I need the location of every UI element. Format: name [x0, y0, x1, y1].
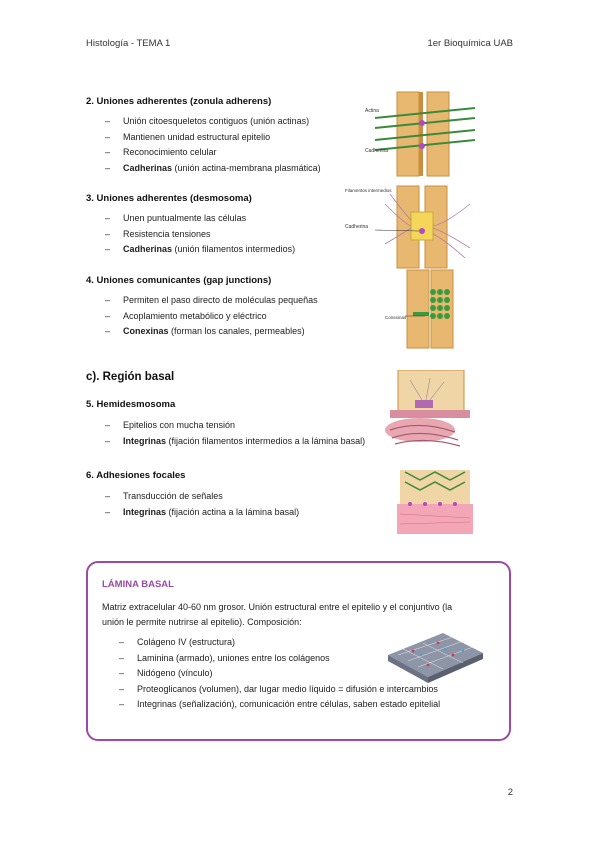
list-item: Proteoglicanos (volumen), dar lugar medi…	[119, 682, 440, 698]
section-2-list: Unión citoesqueletos contiguos (unión ac…	[105, 114, 321, 176]
list-item: Epitelios con mucha tensión	[105, 418, 365, 434]
list-item: Integrinas (fijación filamentos intermed…	[105, 434, 365, 450]
hemidesmosoma-illustration	[385, 370, 470, 447]
list-item: Conexinas (forman los canales, permeable…	[105, 324, 318, 340]
fig2-label-filamentos: Filamentos intermedios	[345, 188, 392, 193]
list-item: Unión citoesqueletos contiguos (unión ac…	[105, 114, 321, 130]
section-4-title: 4. Uniones comunicantes (gap junctions)	[86, 275, 272, 286]
fig1-label-cadherina: Cadherina	[365, 148, 388, 154]
region-title: c). Región basal	[86, 371, 175, 383]
desmosoma-illustration: Filamentos intermedios Cadherina	[345, 185, 471, 269]
lamina-basal-illustration	[388, 633, 483, 683]
section-6-list: Transducción de señales Integrinas (fija…	[105, 489, 299, 520]
header-left: Histología - TEMA 1	[86, 38, 171, 49]
section-3-title: 3. Uniones adherentes (desmosoma)	[86, 193, 252, 204]
section-2-title: 2. Uniones adherentes (zonula adherens)	[86, 96, 272, 107]
section-6-title: 6. Adhesiones focales	[86, 470, 186, 481]
list-item: Integrinas (señalización), comunicación …	[119, 697, 440, 713]
list-item: Unen puntualmente las células	[105, 211, 295, 227]
list-item: Mantienen unidad estructural epitelio	[105, 130, 321, 146]
lamina-basal-line2: unión le permite nutrirse al epitelio). …	[102, 617, 302, 627]
page-number: 2	[507, 787, 513, 798]
list-item: Acoplamiento metabólico y eléctrico	[105, 309, 318, 325]
list-item: Resistencia tensiones	[105, 227, 295, 243]
list-item: Transducción de señales	[105, 489, 299, 505]
fig3-label-conexinas: Conexinas	[385, 315, 407, 320]
list-item: Cadherinas (unión actina-membrana plasmá…	[105, 161, 321, 177]
lamina-basal-list: Colágeno IV (estructura) Laminina (armad…	[119, 635, 440, 713]
section-3-list: Unen puntualmente las células Resistenci…	[105, 211, 295, 258]
fig1-label-actina: Actina	[365, 108, 379, 114]
list-item: Permiten el paso directo de moléculas pe…	[105, 293, 318, 309]
section-4-list: Permiten el paso directo de moléculas pe…	[105, 293, 318, 340]
focal-adhesion-illustration	[397, 470, 473, 534]
list-item: Cadherinas (unión filamentos intermedios…	[105, 242, 295, 258]
list-item: Laminina (armado), uniones entre los col…	[119, 651, 440, 667]
list-item: Integrinas (fijación actina a la lámina …	[105, 505, 299, 521]
header-right: 1er Bioquímica UAB	[427, 38, 513, 49]
gap-junction-illustration: Conexinas	[385, 269, 454, 349]
lamina-basal-title: LÁMINA BASAL	[102, 579, 174, 590]
list-item: Reconocimiento celular	[105, 145, 321, 161]
section-5-list: Epitelios con mucha tensión Integrinas (…	[105, 418, 365, 449]
section-5-title: 5. Hemidesmosoma	[86, 399, 176, 410]
fig2-label-cadherina: Cadherina	[345, 224, 368, 230]
zonula-adherens-illustration: Actina Cadherina	[365, 91, 476, 177]
lamina-basal-box	[86, 561, 511, 741]
list-item: Nidógeno (vínculo)	[119, 666, 440, 682]
lamina-basal-line1: Matriz extracelular 40-60 nm grosor. Uni…	[102, 602, 453, 612]
list-item: Colágeno IV (estructura)	[119, 635, 440, 651]
